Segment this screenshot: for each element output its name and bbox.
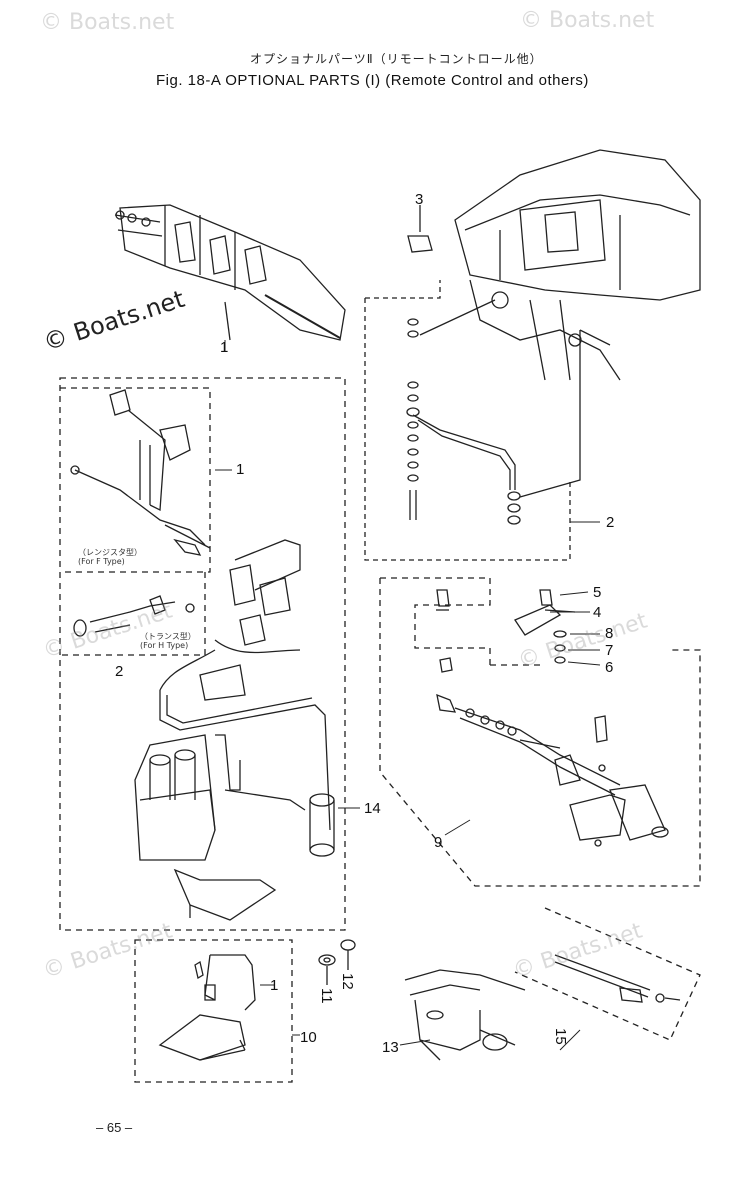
page-number: – 65 – [96,1120,133,1135]
callout-2-right: 2 [606,514,615,531]
washer-parts [318,939,356,985]
callout-1-top: 1 [220,339,229,356]
type-harness [73,595,195,637]
tiller-rod [554,954,681,1003]
callout-1-bottom: 1 [270,977,279,994]
callout-7: 7 [605,642,614,659]
steering-hub [404,969,526,1061]
callout-2-left: 2 [115,663,124,680]
engine-block [454,149,701,381]
callout-14: 14 [364,800,381,817]
steering-bracket-box [379,577,701,887]
leader-lines [215,340,601,1051]
watermark: © Boats.net [40,10,175,35]
title-japanese: オプショナルパーツⅡ（リモートコントロール他） [250,52,543,66]
link-rod-assembly [406,299,581,525]
throttle-box [134,939,293,1083]
remote-control-lever [70,389,211,556]
callout-12: 12 [339,973,356,990]
steering-cable-assembly [436,693,669,847]
callout-1-panel: 1 [236,461,245,478]
remote-control-panel-box [59,377,346,931]
nut-part-3 [407,205,433,253]
type-label-f: （レンジスタ型） (For F Type) [78,548,142,567]
bracket-small-parts [436,589,576,673]
callout-13: 13 [382,1039,399,1056]
callout-4: 4 [593,604,602,621]
callout-3: 3 [415,191,424,208]
callout-5: 5 [593,584,602,601]
watermark: © Boats.net [520,8,655,33]
figure-title: Fig. 18-A OPTIONAL PARTS (I) (Remote Con… [156,72,589,89]
callout-10: 10 [300,1029,317,1046]
callout-6: 6 [605,659,614,676]
wiring-hub [159,539,331,831]
callout-9: 9 [434,834,443,851]
callout-15: 15 [552,1028,569,1045]
remote-control-box-top [114,204,346,341]
solenoid-assembly [134,734,335,921]
callout-8: 8 [605,625,614,642]
callout-11: 11 [318,988,335,1004]
type-label-h: （トランス型） (For H Type) [140,632,196,651]
link-rod-box [364,280,571,561]
throttle-bracket [158,954,256,1061]
